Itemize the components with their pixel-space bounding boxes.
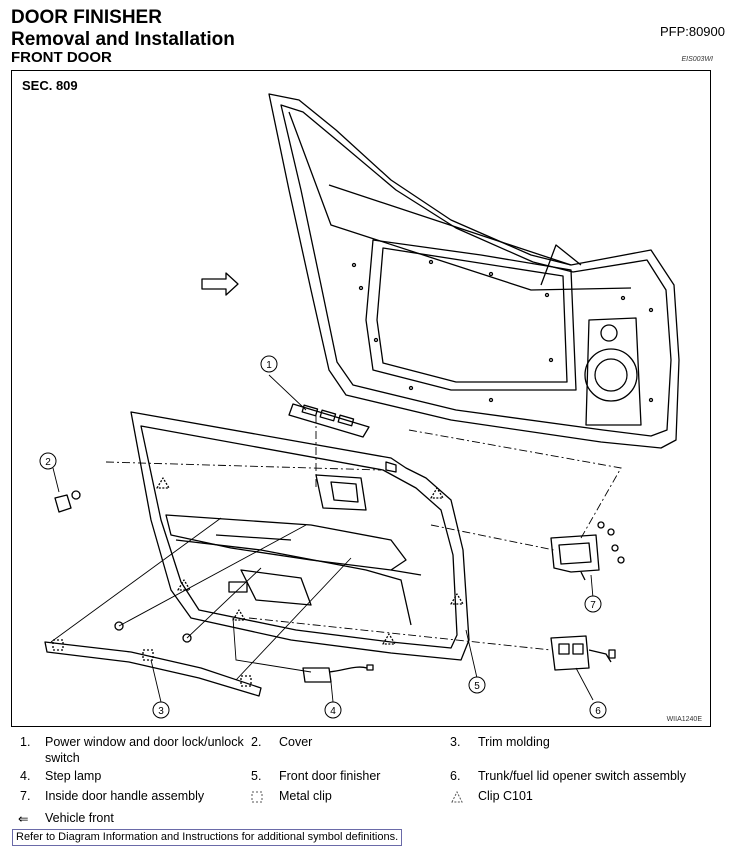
legend-text: Cover: [279, 735, 313, 749]
step-lamp: [302, 664, 374, 683]
legend-text-cont: switch: [45, 751, 80, 765]
metal-clip-icon: [251, 791, 263, 806]
clip-c101-markers: [156, 477, 464, 645]
legend-text: Inside door handle assembly: [45, 789, 205, 803]
callout-4: 4: [330, 706, 336, 717]
legend-row: 1. Power window and door lock/unlock swi…: [14, 735, 734, 769]
callout-5: 5: [474, 681, 480, 692]
section-title: FRONT DOOR: [11, 49, 112, 66]
legend-row: ⇐ Vehicle front: [14, 811, 734, 829]
inside-door-handle: [550, 521, 625, 581]
power-window-switch: [288, 403, 370, 438]
legend-num: 5.: [251, 769, 262, 783]
callout-1: 1: [266, 360, 272, 371]
cover-part: [54, 490, 81, 513]
page-subtitle: Removal and Installation: [11, 29, 235, 50]
legend-num: 3.: [450, 735, 461, 749]
pfp-code: PFP:80900: [659, 24, 725, 39]
door-finisher-diagram: 1 2 3 4 5 6 7: [39, 93, 680, 719]
clip-c101-label: Clip C101: [478, 789, 533, 803]
sec-label: SEC. 809: [22, 78, 78, 93]
screws: [114, 621, 192, 643]
legend-row: 4. Step lamp 5. Front door finisher 6. T…: [14, 769, 734, 789]
door-shell: [268, 93, 680, 449]
vehicle-front-icon: ⇐: [18, 812, 29, 826]
callout-7: 7: [590, 600, 596, 611]
trim-molding: [44, 639, 262, 697]
document-code: EIS003WI: [681, 56, 713, 63]
legend-text: Front door finisher: [279, 769, 381, 783]
trunk-fuel-opener-switch: [550, 635, 616, 671]
diagram-frame: [11, 70, 711, 727]
callout-3: 3: [158, 706, 164, 717]
vehicle-front-label: Vehicle front: [45, 811, 114, 825]
legend-num: 4.: [20, 769, 31, 783]
legend-num: 2.: [251, 735, 262, 749]
page-title: DOOR FINISHER: [11, 7, 162, 28]
vehicle-front-arrow-icon: [201, 272, 239, 296]
metal-clip-label: Metal clip: [279, 789, 332, 803]
clip-c101-icon: [451, 790, 463, 806]
callout-2: 2: [45, 457, 51, 468]
legend-num: 7.: [20, 789, 31, 803]
legend-text: Trim molding: [478, 735, 550, 749]
figure-code: WIIA1240E: [666, 716, 702, 723]
legend-num: 1.: [20, 735, 31, 749]
callout-6: 6: [595, 706, 601, 717]
legend-num: 6.: [450, 769, 461, 783]
legend-text: Trunk/fuel lid opener switch assembly: [478, 769, 686, 783]
parts-legend: 1. Power window and door lock/unlock swi…: [14, 735, 734, 829]
footer-note: Refer to Diagram Information and Instruc…: [12, 829, 403, 846]
legend-text: Step lamp: [45, 769, 102, 783]
door-finisher-panel: [130, 411, 470, 661]
legend-text: Power window and door lock/unlock: [45, 735, 244, 749]
legend-row: 7. Inside door handle assembly Metal cli…: [14, 789, 734, 811]
